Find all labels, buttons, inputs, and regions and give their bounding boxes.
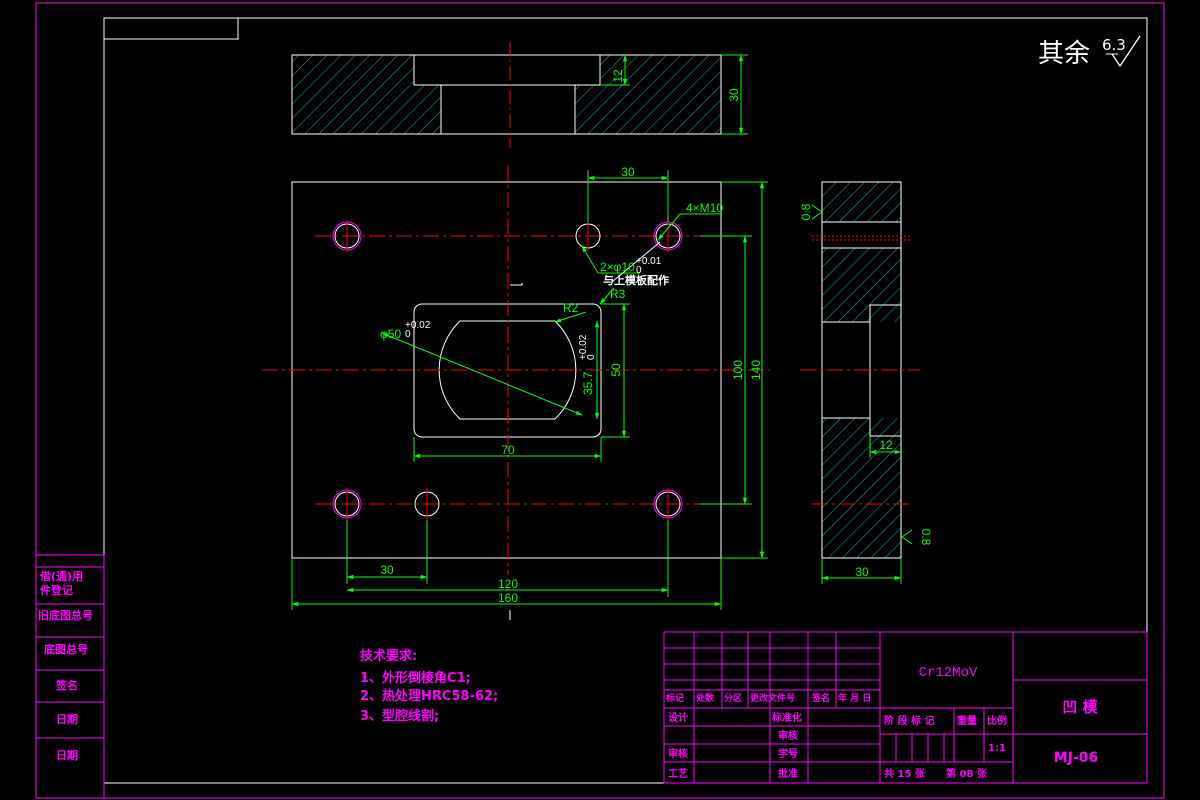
strip-2: 件登记: [40, 583, 73, 597]
dim-pin-holes-tol-low: 0: [636, 265, 642, 276]
rev-h-6: 年 月 日: [838, 692, 871, 704]
dim-outer-w: 160: [498, 591, 518, 605]
finish-symbol-icon: [1111, 35, 1141, 68]
title-block: Cr12MoV 凹 模 MJ-06 标记 处数 分区 更改文件号 签名 年 月 …: [663, 631, 1148, 784]
strip-5: 签名: [55, 678, 78, 692]
dim-flat: 35.7: [581, 371, 595, 395]
dim-radius-r3: R3: [610, 287, 626, 301]
rev-h-4: 更改文件号: [750, 692, 795, 704]
dim-bore-tol: +0.02: [405, 320, 431, 331]
dim-radius-r2: R2: [563, 301, 579, 315]
strip-7: 日期: [56, 748, 78, 762]
tech-item-3: 3、型腔线割;: [360, 708, 439, 724]
strip-4: 底图总号: [44, 642, 88, 656]
strip-3: 旧底图总号: [38, 608, 93, 622]
tb-sheet-no: 第 08 张: [946, 767, 988, 780]
side-thickness: 30: [855, 565, 869, 579]
dim-pocket-w: 70: [501, 443, 515, 457]
dim-outer-h: 140: [749, 360, 763, 380]
tech-item-1: 1、外形倒棱角C1;: [360, 670, 471, 686]
dim-pocket-h: 50: [609, 363, 623, 377]
tb-part-name: 凹 模: [1062, 698, 1098, 716]
tb-scale: 1:1: [988, 743, 1006, 754]
side-bottom-finish: 0.8: [919, 529, 933, 546]
dim-bore: φ50: [380, 327, 401, 341]
tb-stage: 阶 段 标 记: [884, 714, 934, 727]
dim-flat-tol-low: 0: [586, 354, 597, 360]
side-section-view: 0.8 12 0.8 30: [799, 181, 933, 584]
rev-h-5: 签名: [811, 692, 830, 704]
dim-inner-h: 100: [731, 360, 745, 380]
plan-view: 30 4×M10 2×φ10 +0.01 0 与上模板配作 R3 R2 φ50 …: [262, 165, 770, 620]
dim-inner-w: 120: [498, 577, 518, 591]
finish-prefix: 其余: [1038, 39, 1090, 69]
dim-top-depth: 12: [611, 69, 625, 83]
dim-top-height: 30: [727, 88, 741, 102]
rev-h-2: 处数: [695, 692, 715, 704]
tb-scale-label: 比例: [987, 714, 1007, 727]
top-section-view: 12 30: [291, 42, 748, 148]
drawing-frame: [35, 2, 1165, 799]
strip-1: 借(通)用: [39, 569, 83, 583]
dim-pin-holes: 2×φ10: [600, 260, 635, 274]
tb-standardization: 标准化: [771, 711, 802, 724]
tech-title: 技术要求:: [360, 648, 417, 664]
technical-requirements: 技术要求: 1、外形倒棱角C1; 2、热处理HRC58-62; 3、型腔线割;: [360, 648, 498, 724]
side-pocket-depth: 12: [879, 438, 893, 452]
dim-pin-holes-tol: +0.01: [636, 256, 662, 267]
tb-approve: 批准: [778, 767, 798, 780]
dim-hole-spacing-top: 30: [621, 165, 635, 179]
tb-sheets-total: 共 15 张: [884, 767, 926, 780]
tb-design: 设计: [668, 711, 688, 724]
rev-h-1: 标记: [665, 692, 684, 704]
tb-weight: 重量: [957, 714, 977, 727]
left-strip: 借(通)用 件登记 旧底图总号 底图总号 签名 日期 日期: [35, 554, 105, 799]
side-top-finish: 0.8: [799, 203, 813, 220]
tb-drawing-no: MJ-06: [1054, 750, 1098, 766]
finish-value: 6.3: [1102, 36, 1126, 54]
dim-bore-tol-low: 0: [405, 329, 411, 340]
tb-inspect: 审核: [778, 729, 798, 742]
surface-finish: 其余 6.3: [1038, 35, 1141, 69]
inner-border: [103, 17, 1148, 784]
tech-item-2: 2、热处理HRC58-62;: [360, 688, 498, 704]
fit-note: 与上模板配作: [603, 273, 669, 287]
tb-process: 工艺: [668, 767, 688, 780]
dim-tapped-holes: 4×M10: [686, 201, 723, 215]
dim-hole-spacing-bottom: 30: [380, 563, 394, 577]
dim-flat-tol: +0.02: [578, 334, 589, 360]
rev-h-3: 分区: [724, 692, 742, 704]
tb-material: Cr12MoV: [919, 665, 978, 681]
tb-review: 审核: [668, 747, 688, 760]
tb-check: 学号: [778, 747, 798, 760]
strip-6: 日期: [56, 712, 78, 726]
